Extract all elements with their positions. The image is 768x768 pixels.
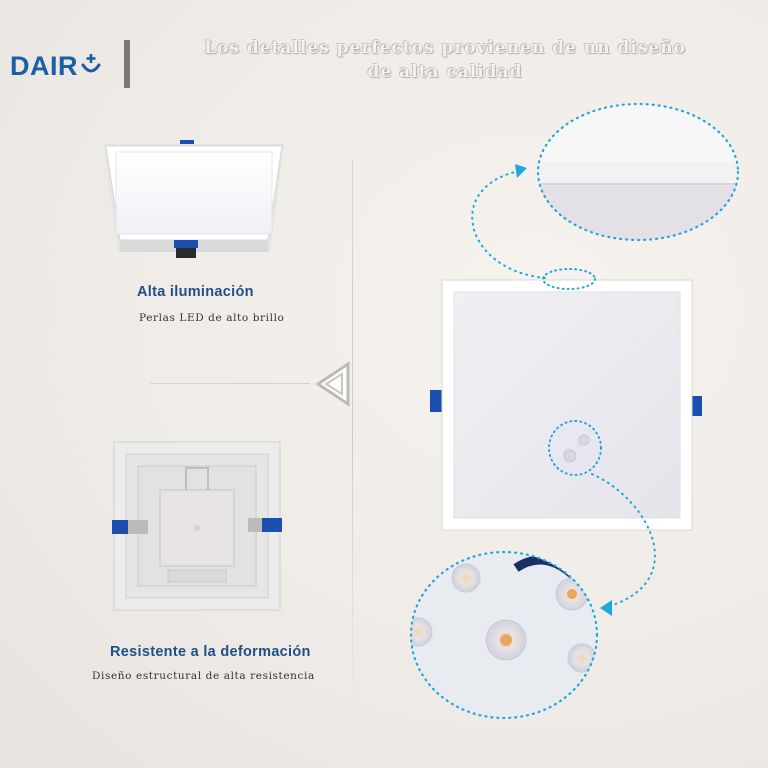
headline-line-2: de alta calidad [367,62,523,82]
logo-divider [124,40,130,88]
dotted-ring [542,268,596,290]
headline: Los detalles perfectos provienen de un d… [180,36,710,84]
feature-title: Alta iluminación [137,284,254,300]
horizontal-divider [150,383,310,384]
logo-text: DAIR [10,50,78,81]
led-detail-zoom [409,550,599,720]
panel-front-lit-image [104,140,284,258]
headline-line-1: Los detalles perfectos provienen de un d… [204,38,686,58]
feature-title: Resistente a la deformación [110,644,311,660]
left-triangle-icon [315,361,350,407]
dotted-arrow-icon [591,473,656,616]
feature-subtitle: Perlas LED de alto brillo [139,312,285,324]
dotted-ring [548,420,602,476]
panel-main-image [430,279,702,531]
brand-logo: DAIR [10,46,128,86]
edge-detail-zoom [536,102,740,242]
feature-subtitle: Diseño estructural de alta resistencia [92,670,315,682]
dotted-arrow-icon [471,164,546,279]
vertical-divider [352,160,353,720]
panel-back-image [112,441,282,611]
smile-plus-icon [81,54,101,73]
